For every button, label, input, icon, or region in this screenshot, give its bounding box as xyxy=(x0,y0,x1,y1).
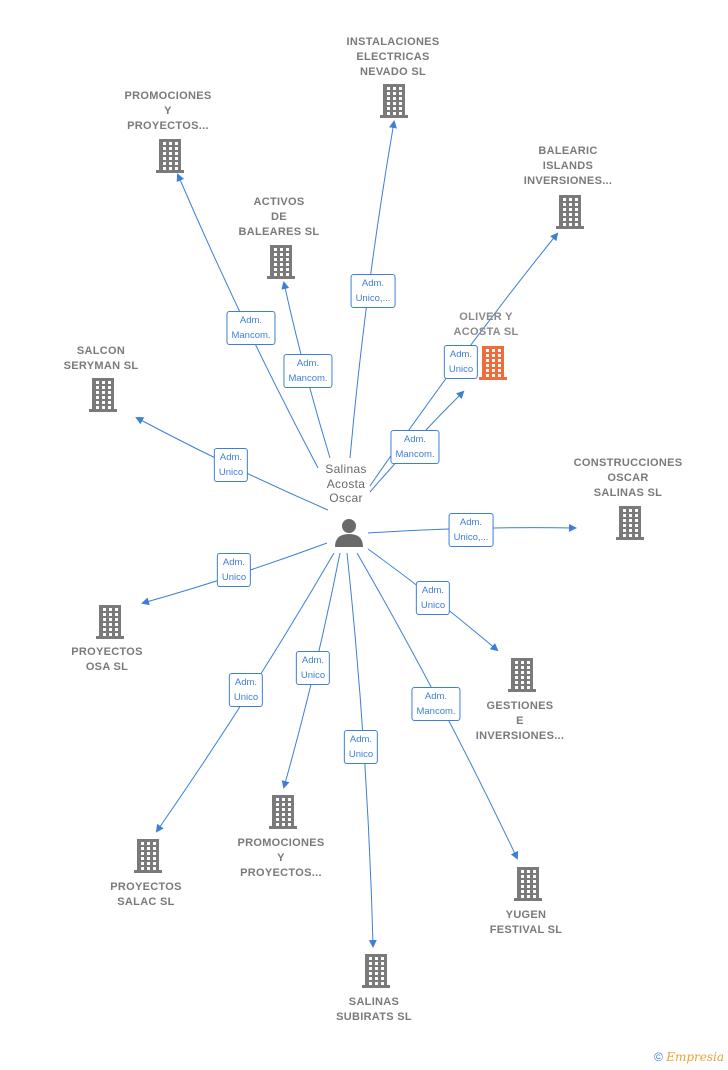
role-badge-oliver[interactable]: Adm. Mancom. xyxy=(390,430,440,464)
person-name: Salinas Acosta Oscar xyxy=(325,462,367,505)
company-label-instalaciones: INSTALACIONES ELECTRICAS NEVADO SL xyxy=(346,36,440,78)
building-icon-proyectos_osa[interactable] xyxy=(96,605,124,639)
empresia-logo: Empresia xyxy=(666,1050,724,1064)
company-label-proyectos_salac: PROYECTOS SALAC SL xyxy=(110,881,182,908)
company-label-yugen: YUGEN FESTIVAL SL xyxy=(489,909,563,936)
building-icon-promociones2[interactable] xyxy=(269,795,297,829)
building-icon-yugen[interactable] xyxy=(514,867,542,901)
role-badge-activos[interactable]: Adm. Mancom. xyxy=(283,354,333,388)
role-badge-balearic[interactable]: Adm. Unico xyxy=(443,345,479,379)
company-label-salcon: SALCON SERYMAN SL xyxy=(63,345,139,372)
footer-brand[interactable]: © Empresia xyxy=(654,1050,724,1064)
company-label-proyectos_osa: PROYECTOS OSA SL xyxy=(71,646,143,673)
company-label-construcciones: CONSTRUCCIONES OSCAR SALINAS SL xyxy=(573,457,683,499)
role-badge-proyectos_osa[interactable]: Adm. Unico xyxy=(216,553,252,587)
role-badge-yugen[interactable]: Adm. Mancom. xyxy=(411,687,461,721)
building-icon-salcon[interactable] xyxy=(89,378,117,412)
company-label-balearic: BALEARIC ISLANDS INVERSIONES... xyxy=(523,145,613,187)
role-badge-construcciones[interactable]: Adm. Unico,... xyxy=(448,513,494,547)
company-label-salinas_subirats: SALINAS SUBIRATS SL xyxy=(336,996,412,1023)
building-icon-gestiones[interactable] xyxy=(508,658,536,692)
role-badge-promociones1[interactable]: Adm. Mancom. xyxy=(226,311,276,345)
company-label-gestiones: GESTIONES E INVERSIONES... xyxy=(475,700,565,742)
company-label-promociones1: PROMOCIONES Y PROYECTOS... xyxy=(124,90,212,132)
company-label-promociones2: PROMOCIONES Y PROYECTOS... xyxy=(237,837,325,879)
role-badge-promociones2[interactable]: Adm. Unico xyxy=(295,651,331,685)
role-badge-proyectos_salac[interactable]: Adm. Unico xyxy=(228,673,264,707)
role-badge-salcon[interactable]: Adm. Unico xyxy=(213,448,249,482)
company-label-activos: ACTIVOS DE BALEARES SL xyxy=(238,196,320,238)
building-icon-balearic[interactable] xyxy=(556,195,584,229)
building-icon-activos[interactable] xyxy=(267,245,295,279)
building-icon-oliver[interactable] xyxy=(479,346,507,380)
building-icon-proyectos_salac[interactable] xyxy=(134,839,162,873)
role-badge-salinas_subirats[interactable]: Adm. Unico xyxy=(343,730,379,764)
role-badge-gestiones[interactable]: Adm. Unico xyxy=(415,581,451,615)
building-icon-construcciones[interactable] xyxy=(616,506,644,540)
person-icon[interactable] xyxy=(335,519,363,547)
copyright-symbol: © xyxy=(654,1050,663,1064)
building-icon-promociones1[interactable] xyxy=(156,139,184,173)
building-icon-instalaciones[interactable] xyxy=(380,84,408,118)
building-icon-salinas_subirats[interactable] xyxy=(362,954,390,988)
role-badge-instalaciones[interactable]: Adm. Unico,... xyxy=(350,274,396,308)
company-label-oliver: OLIVER Y ACOSTA SL xyxy=(453,311,519,338)
